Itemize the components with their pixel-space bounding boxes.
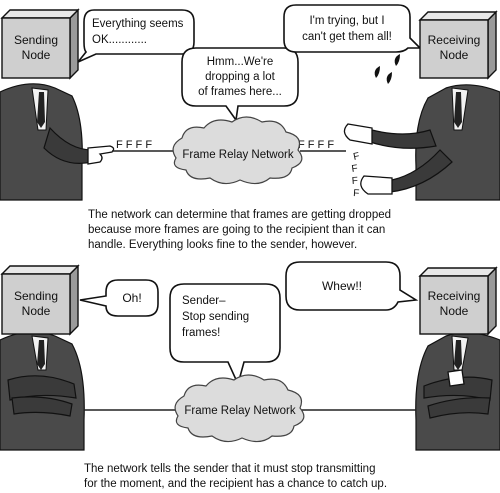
network-speech-line1: Hmm...We're [207,56,274,68]
sender-node-label-line1: Sending [14,289,58,303]
receiver-figure-top [343,84,500,201]
sender-speech-bubble-bottom: Oh! [79,279,159,317]
dropped-frame: F [351,163,359,175]
sender-figure-bottom [0,331,85,451]
receiver-node-box-top: Receiving Node [418,10,498,80]
frame-relay-cloud-bottom: Frame Relay Network [174,374,305,443]
frames-left-top: F F F F [116,139,152,151]
network-label-top: Frame Relay Network [182,149,293,161]
dropped-frame: F [352,151,360,163]
sender-node-label-line2: Node [22,304,51,318]
dropped-frame: F [353,188,360,199]
network-stop-line1: Sender– [182,295,226,307]
receiver-figure-bottom [415,332,500,451]
frames-right-top: F F F F [298,139,334,151]
receiver-speech-bubble-top: I'm trying, but I can't get them all! [283,4,422,53]
caption-top-line1: The network can determine that frames ar… [88,209,391,221]
sender-speech-line1: Everything seems [92,18,184,30]
sender-node-box-top: Sending Node [0,8,80,80]
receiver-node-label-line1: Receiving [428,289,481,303]
receiver-speech-line2: can't get them all! [302,31,392,43]
dropped-frame: F [351,176,358,187]
frame-relay-cloud-top: Frame Relay Network [172,116,303,185]
sweat-drops-icon [374,54,400,84]
sender-speech-bubble-top: Everything seems OK............ [77,9,195,63]
receiver-catching-hand-top [343,123,373,145]
receiver-holding-frames-hand [447,369,465,387]
network-stop-line2: Stop sending [182,311,249,323]
receiver-node-label-line2: Node [440,304,469,318]
receiver-lower-hand-top [360,175,393,195]
caption-bottom-line1: The network tells the sender that it mus… [84,463,375,475]
sender-node-label-line1: Sending [14,33,58,47]
network-stop-line3: frames! [182,327,220,339]
sender-pointing-hand-top [87,145,115,165]
network-label-bottom: Frame Relay Network [184,405,295,417]
caption-bottom-line2: for the moment, and the recipient has a … [84,478,387,490]
caption-top-line2: because more frames are going to the rec… [88,224,385,236]
sender-speech-oh: Oh! [122,291,141,305]
receiver-speech-line1: I'm trying, but I [309,15,384,27]
receiver-node-label-line2: Node [440,48,469,62]
caption-top-line3: handle. Everything looks fine to the sen… [88,239,357,251]
network-speech-line3: of frames here... [198,86,282,98]
sender-speech-line2: OK............ [92,34,147,46]
network-speech-line2: dropping a lot [205,71,275,83]
network-speech-bubble-top: Hmm...We're dropping a lot of frames her… [181,47,299,123]
sender-node-label-line2: Node [22,48,51,62]
network-speech-bubble-bottom: Sender– Stop sending frames! [169,283,281,387]
receiver-speech-whew: Whew!! [322,279,362,293]
sender-figure-top [0,83,115,201]
sender-node-box-bottom: Sending Node [0,264,80,336]
receiver-node-label-line1: Receiving [428,33,481,47]
dropped-frames-top: F F F F [351,151,361,200]
receiver-node-box-bottom: Receiving Node [418,266,498,336]
receiver-speech-bubble-bottom: Whew!! [285,261,419,311]
